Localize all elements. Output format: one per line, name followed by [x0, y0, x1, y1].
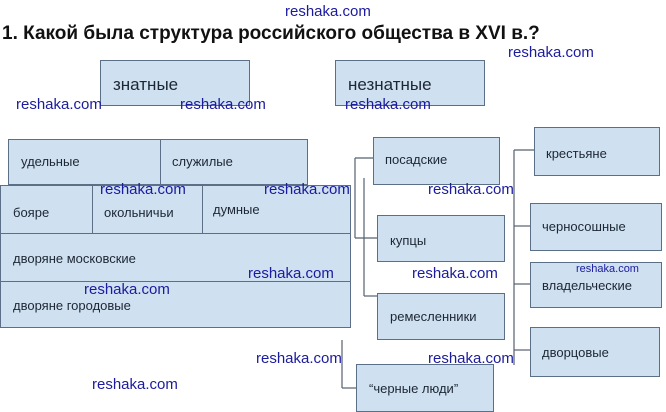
boyare-label: бояре — [13, 205, 50, 220]
noble-label: знатные — [113, 75, 179, 94]
sluzhilye-box: служилые — [160, 139, 308, 185]
remeslenniki-box: ремесленники — [377, 293, 505, 340]
watermark: reshaka.com — [412, 265, 498, 282]
dvoryane-gorodovye-box: дворяне городовые — [0, 281, 351, 328]
dvortsovye-label: дворцовые — [542, 345, 609, 360]
watermark: reshaka.com — [100, 181, 186, 198]
dvoryane-moskovskie-label: дворяне московские — [13, 251, 136, 266]
watermark: reshaka.com — [84, 281, 170, 298]
vladelcheskie-label: владельческие — [542, 278, 632, 293]
watermark: reshaka.com — [285, 3, 371, 20]
watermark: reshaka.com — [256, 350, 342, 367]
chernye-lyudi-label: “черные люди” — [369, 381, 459, 396]
udelnye-label: удельные — [21, 154, 80, 169]
watermark: reshaka.com — [428, 181, 514, 198]
common-box: незнатные — [335, 60, 485, 106]
krestyane-label: крестьяне — [546, 146, 607, 161]
remeslenniki-label: ремесленники — [390, 309, 477, 324]
okolnichi-box: окольничьи — [92, 185, 203, 234]
dvoryane-moskovskie-box: дворяне московские — [0, 233, 351, 282]
watermark: reshaka.com — [248, 265, 334, 282]
krestyane-box: крестьяне — [534, 127, 660, 176]
posadskie-label: посадские — [385, 152, 448, 167]
watermark: reshaka.com — [428, 350, 514, 367]
chernososhnye-box: черносошные — [530, 203, 662, 251]
vladelcheskie-box: владельческие — [530, 262, 662, 308]
watermark: reshaka.com — [16, 96, 102, 113]
dumnye-box: думные — [202, 185, 351, 234]
sluzhilye-label: служилые — [172, 154, 233, 169]
dumnye-label: думные — [213, 202, 260, 217]
watermark: reshaka.com — [508, 44, 594, 61]
chernososhnye-label: черносошные — [542, 219, 626, 234]
udelnye-box: удельные — [8, 139, 161, 185]
posadskie-box: посадские — [373, 137, 500, 185]
dvortsovye-box: дворцовые — [530, 327, 660, 377]
noble-box: знатные — [100, 60, 250, 106]
watermark: reshaka.com — [180, 96, 266, 113]
question-title: 1. Какой была структура российского обще… — [2, 23, 540, 44]
watermark: reshaka.com — [576, 263, 639, 275]
kuptsy-label: купцы — [390, 233, 427, 248]
watermark: reshaka.com — [92, 376, 178, 393]
kuptsy-box: купцы — [377, 215, 505, 262]
common-label: незнатные — [348, 75, 432, 94]
watermark: reshaka.com — [264, 181, 350, 198]
dvoryane-gorodovye-label: дворяне городовые — [13, 298, 131, 313]
boyare-box: бояре — [0, 185, 93, 234]
chernye-lyudi-box: “черные люди” — [356, 364, 494, 412]
okolnichi-label: окольничьи — [104, 205, 174, 220]
watermark: reshaka.com — [345, 96, 431, 113]
